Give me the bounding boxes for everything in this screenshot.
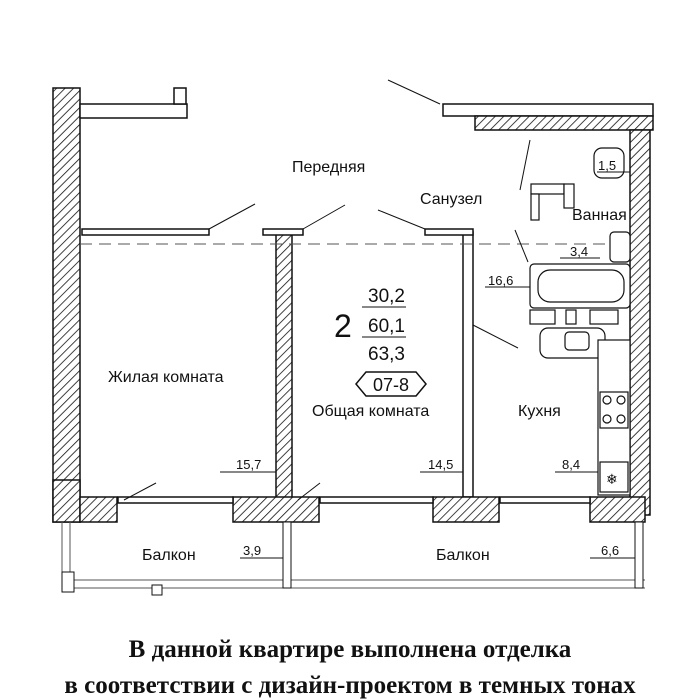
area-kitchen: 8,4 bbox=[562, 457, 580, 472]
apartment-code-badge bbox=[355, 371, 427, 397]
right-wall bbox=[629, 129, 651, 516]
bottom-wall-mid2 bbox=[432, 496, 500, 523]
partition-kitchen bbox=[462, 231, 474, 498]
rooms-count: 2 bbox=[334, 308, 352, 344]
bathroom-fixtures bbox=[529, 147, 631, 325]
area-common: 14,5 bbox=[428, 457, 453, 472]
room-label-bathroom: Санузел bbox=[420, 191, 482, 208]
room-label-hallway: Передняя bbox=[292, 159, 365, 176]
area-leaders bbox=[220, 171, 635, 559]
area-balcony-right: 6,6 bbox=[601, 543, 619, 558]
toilet bbox=[593, 147, 625, 179]
footer-line-2: в соответствии с дизайн-проектом в темны… bbox=[64, 672, 636, 699]
left-wall bbox=[52, 87, 81, 523]
interior-partitions bbox=[81, 228, 591, 504]
balcony-outline bbox=[61, 521, 645, 596]
fridge bbox=[599, 461, 629, 493]
walls bbox=[52, 87, 654, 523]
snowflake-icon: ❄ bbox=[606, 471, 618, 487]
washer-box bbox=[530, 183, 565, 195]
room-label-living: Жилая комната bbox=[108, 369, 224, 386]
room-label-balcony-right: Балкон bbox=[436, 547, 490, 564]
total-area: 60,1 bbox=[368, 316, 405, 337]
kitchen-fixtures bbox=[539, 327, 631, 496]
apartment-code: 07-8 bbox=[373, 375, 409, 395]
top-wall-nub bbox=[173, 87, 187, 105]
top-wall-left bbox=[79, 103, 188, 119]
area-bath: 3,4 bbox=[570, 244, 588, 259]
area-living: 15,7 bbox=[236, 457, 261, 472]
sink-small bbox=[609, 231, 631, 263]
door-swings bbox=[123, 79, 531, 501]
footer-line-1: В данной квартире выполнена отделка bbox=[128, 636, 572, 663]
area-hallway: 16,6 bbox=[488, 273, 513, 288]
total-with-balcony: 63,3 bbox=[368, 344, 405, 365]
area-balcony-left: 3,9 bbox=[243, 543, 261, 558]
area-bathroom-small: 1,5 bbox=[598, 158, 616, 173]
bottom-wall-mid bbox=[232, 496, 320, 523]
top-wall-right bbox=[442, 103, 654, 117]
room-label-common: Общая комната bbox=[312, 403, 429, 420]
partition-left bbox=[275, 231, 293, 511]
room-label-kitchen: Кухня bbox=[518, 403, 561, 420]
bottom-wall-left2 bbox=[79, 496, 118, 523]
living-area: 30,2 bbox=[368, 286, 405, 307]
room-label-bath: Ванная bbox=[572, 207, 627, 224]
bottom-wall-left bbox=[52, 479, 81, 523]
room-label-balcony-left: Балкон bbox=[142, 547, 196, 564]
bottom-wall-right bbox=[589, 496, 646, 523]
top-wall-right-hatch bbox=[474, 115, 654, 131]
